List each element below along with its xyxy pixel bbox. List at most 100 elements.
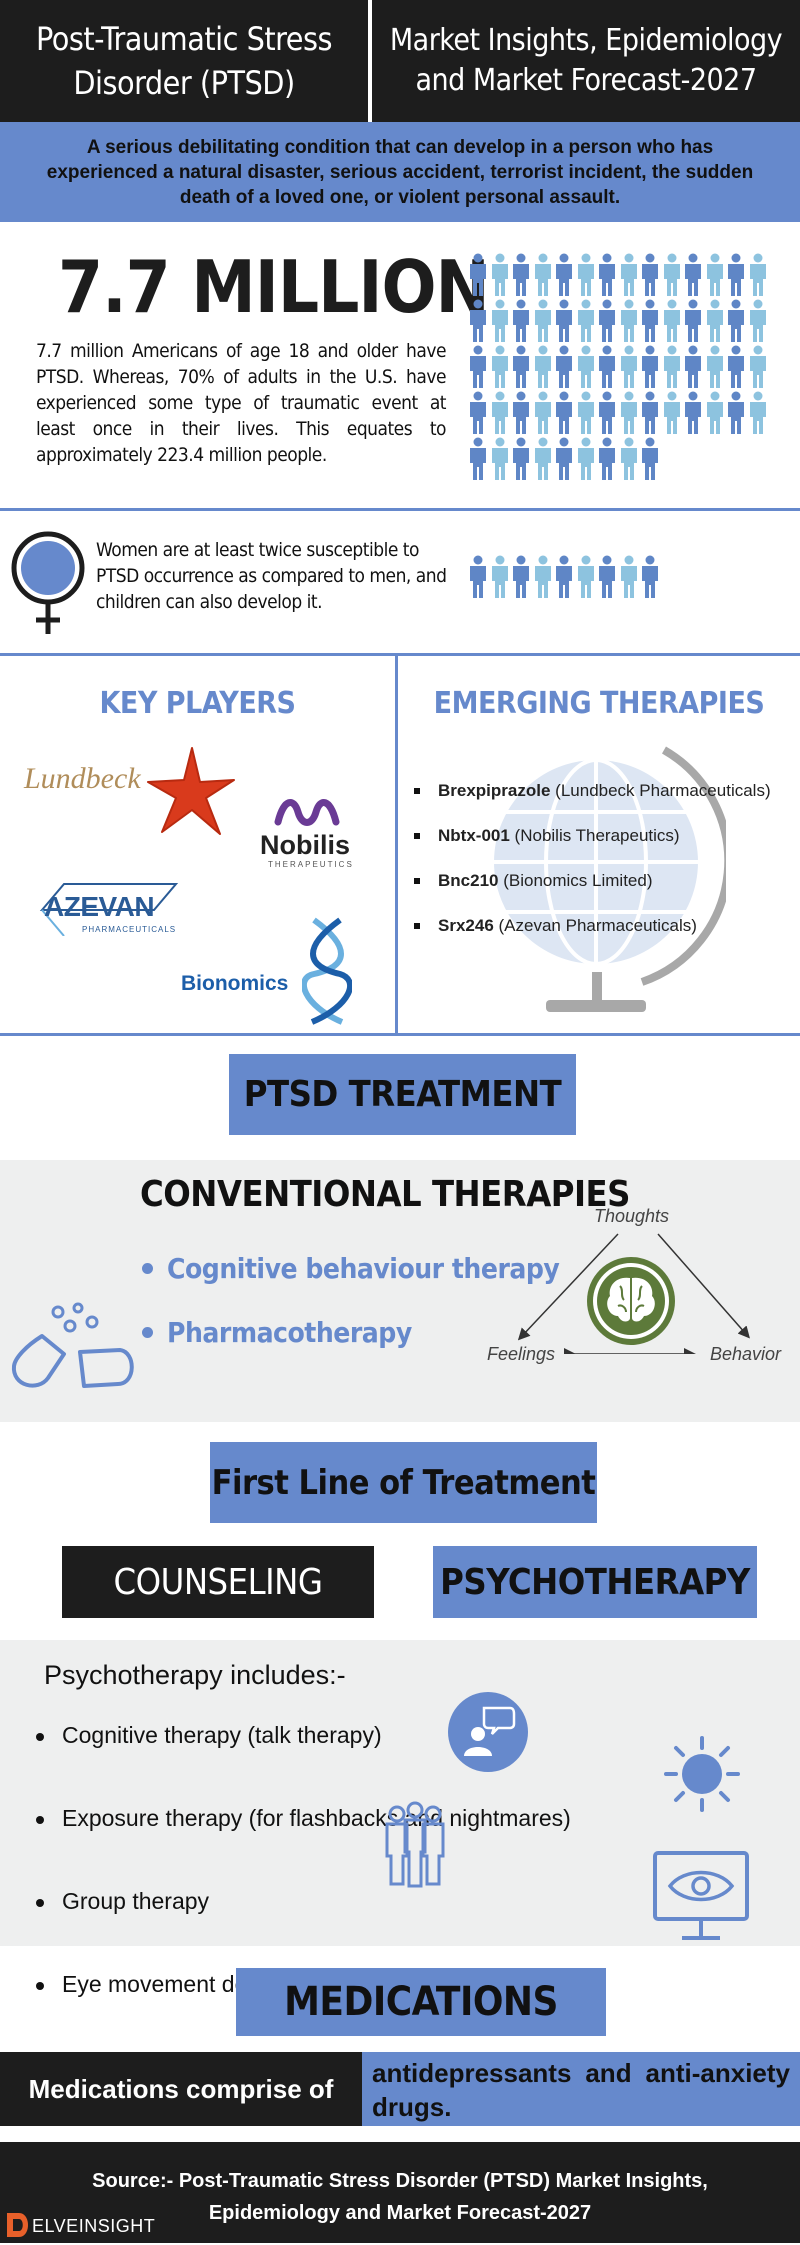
person-icon bbox=[662, 253, 684, 299]
first-line-title-box: First Line of Treatment bbox=[210, 1442, 597, 1523]
sun-icon bbox=[662, 1734, 742, 1819]
therapy-drug-name: Brexpiprazole bbox=[438, 781, 551, 800]
section-divider bbox=[0, 508, 800, 511]
conventional-item: Cognitive behaviour therapy bbox=[142, 1252, 560, 1285]
person-icon bbox=[748, 253, 770, 299]
starfish-logo-icon bbox=[146, 746, 236, 843]
person-icon bbox=[511, 555, 533, 601]
bullet-dot-icon bbox=[142, 1263, 153, 1274]
cycle-arrows bbox=[510, 1224, 760, 1360]
nobilis-wave-icon bbox=[274, 796, 340, 831]
treatment-title-box: PTSD TREATMENT bbox=[229, 1054, 576, 1135]
person-icon bbox=[662, 391, 684, 437]
conventional-item: Pharmacotherapy bbox=[142, 1316, 412, 1349]
psychotherapy-item: Exposure therapy (for flashbacks and nig… bbox=[36, 1805, 800, 1832]
person-icon bbox=[576, 555, 598, 601]
emerging-therapy-item: Nbtx-001 (Nobilis Therapeutics) bbox=[414, 825, 800, 847]
person-icon bbox=[468, 437, 490, 483]
header-title-line1: Post-Traumatic Stress bbox=[36, 20, 333, 58]
person-icon bbox=[705, 345, 727, 391]
pill-capsule-icon bbox=[8, 1300, 138, 1397]
counseling-box: COUNSELING bbox=[62, 1546, 374, 1618]
bionomics-logo: Bionomics bbox=[181, 972, 289, 995]
person-icon bbox=[490, 437, 512, 483]
medications-title-box: MEDICATIONS bbox=[236, 1968, 606, 2036]
cycle-label-behavior: Behavior bbox=[710, 1344, 782, 1364]
conventional-item-label: Pharmacotherapy bbox=[167, 1316, 412, 1349]
person-icon bbox=[554, 345, 576, 391]
person-icon bbox=[619, 437, 641, 483]
person-icon bbox=[490, 253, 512, 299]
person-icon bbox=[533, 555, 555, 601]
psychotherapy-band bbox=[0, 1640, 800, 1946]
footer-source: Source:- Post-Traumatic Stress Disorder … bbox=[0, 2165, 800, 2229]
person-icon bbox=[511, 299, 533, 345]
bullet-dot-icon bbox=[142, 1327, 153, 1338]
person-icon bbox=[619, 555, 641, 601]
person-icon bbox=[576, 253, 598, 299]
person-icon bbox=[533, 391, 555, 437]
person-icon bbox=[597, 391, 619, 437]
person-icon bbox=[576, 299, 598, 345]
person-icon bbox=[533, 253, 555, 299]
medications-value-box: antidepressants and anti-anxiety drugs. bbox=[362, 2052, 800, 2126]
dna-helix-icon bbox=[301, 916, 353, 1031]
header-divider bbox=[368, 0, 372, 122]
eye-monitor-icon bbox=[652, 1850, 750, 1949]
person-icon bbox=[726, 391, 748, 437]
person-icon bbox=[619, 299, 641, 345]
person-icon bbox=[511, 345, 533, 391]
person-icon bbox=[554, 299, 576, 345]
emerging-therapy-item: Srx246 (Azevan Pharmaceuticals) bbox=[414, 915, 800, 937]
footer-source-line1: Source:- Post-Traumatic Stress Disorder … bbox=[92, 2170, 708, 2192]
column-divider bbox=[395, 653, 398, 1033]
azevan-logo: AZEVAN bbox=[44, 891, 155, 922]
person-icon bbox=[511, 437, 533, 483]
person-icon bbox=[490, 345, 512, 391]
person-icon bbox=[640, 299, 662, 345]
section-divider bbox=[0, 653, 800, 656]
person-icon bbox=[554, 437, 576, 483]
header-subtitle-line2: and Market Forecast-2027 bbox=[415, 63, 757, 98]
nobilis-subtitle: THERAPEUTICS bbox=[268, 860, 354, 869]
nobilis-logo: Nobilis bbox=[260, 830, 351, 860]
person-icon bbox=[576, 437, 598, 483]
section-divider bbox=[0, 1033, 800, 1036]
therapy-company: (Bionomics Limited) bbox=[503, 871, 653, 890]
stat-headline: 7.7 MILLION bbox=[58, 245, 490, 329]
person-icon bbox=[597, 345, 619, 391]
therapy-drug-name: Nbtx-001 bbox=[438, 826, 510, 845]
person-icon bbox=[554, 391, 576, 437]
emerging-therapy-item: Brexpiprazole (Lundbeck Pharmaceuticals) bbox=[414, 780, 800, 802]
footer-banner bbox=[0, 2142, 800, 2243]
therapy-company: (Azevan Pharmaceuticals) bbox=[498, 916, 697, 935]
talk-therapy-icon bbox=[448, 1692, 528, 1777]
person-icon bbox=[533, 299, 555, 345]
header-subtitle-line1: Market Insights, Epidemiology bbox=[389, 23, 783, 58]
person-icon bbox=[511, 253, 533, 299]
therapy-drug-name: Bnc210 bbox=[438, 871, 499, 890]
person-icon bbox=[640, 437, 662, 483]
person-icon bbox=[640, 555, 662, 601]
person-icon bbox=[533, 345, 555, 391]
person-icon bbox=[490, 555, 512, 601]
intro-banner: A serious debilitating condition that ca… bbox=[0, 122, 800, 222]
psychotherapy-box: PSYCHOTHERAPY bbox=[433, 1546, 757, 1618]
person-icon bbox=[640, 253, 662, 299]
person-icon bbox=[597, 555, 619, 601]
person-icon bbox=[683, 299, 705, 345]
conventional-title: CONVENTIONAL THERAPIES bbox=[140, 1174, 631, 1215]
female-symbol-icon bbox=[10, 530, 86, 641]
therapy-drug-name: Srx246 bbox=[438, 916, 494, 935]
person-icon bbox=[705, 299, 727, 345]
person-icon bbox=[554, 555, 576, 601]
person-icon bbox=[662, 345, 684, 391]
footer-source-line2: Epidemiology and Market Forecast-2027 bbox=[208, 2202, 592, 2224]
psychotherapy-item: Group therapy bbox=[36, 1888, 800, 1915]
person-icon bbox=[511, 391, 533, 437]
delveinsight-logo-icon bbox=[4, 2210, 34, 2245]
person-icon bbox=[468, 555, 490, 601]
person-icon bbox=[468, 345, 490, 391]
person-icon bbox=[619, 345, 641, 391]
